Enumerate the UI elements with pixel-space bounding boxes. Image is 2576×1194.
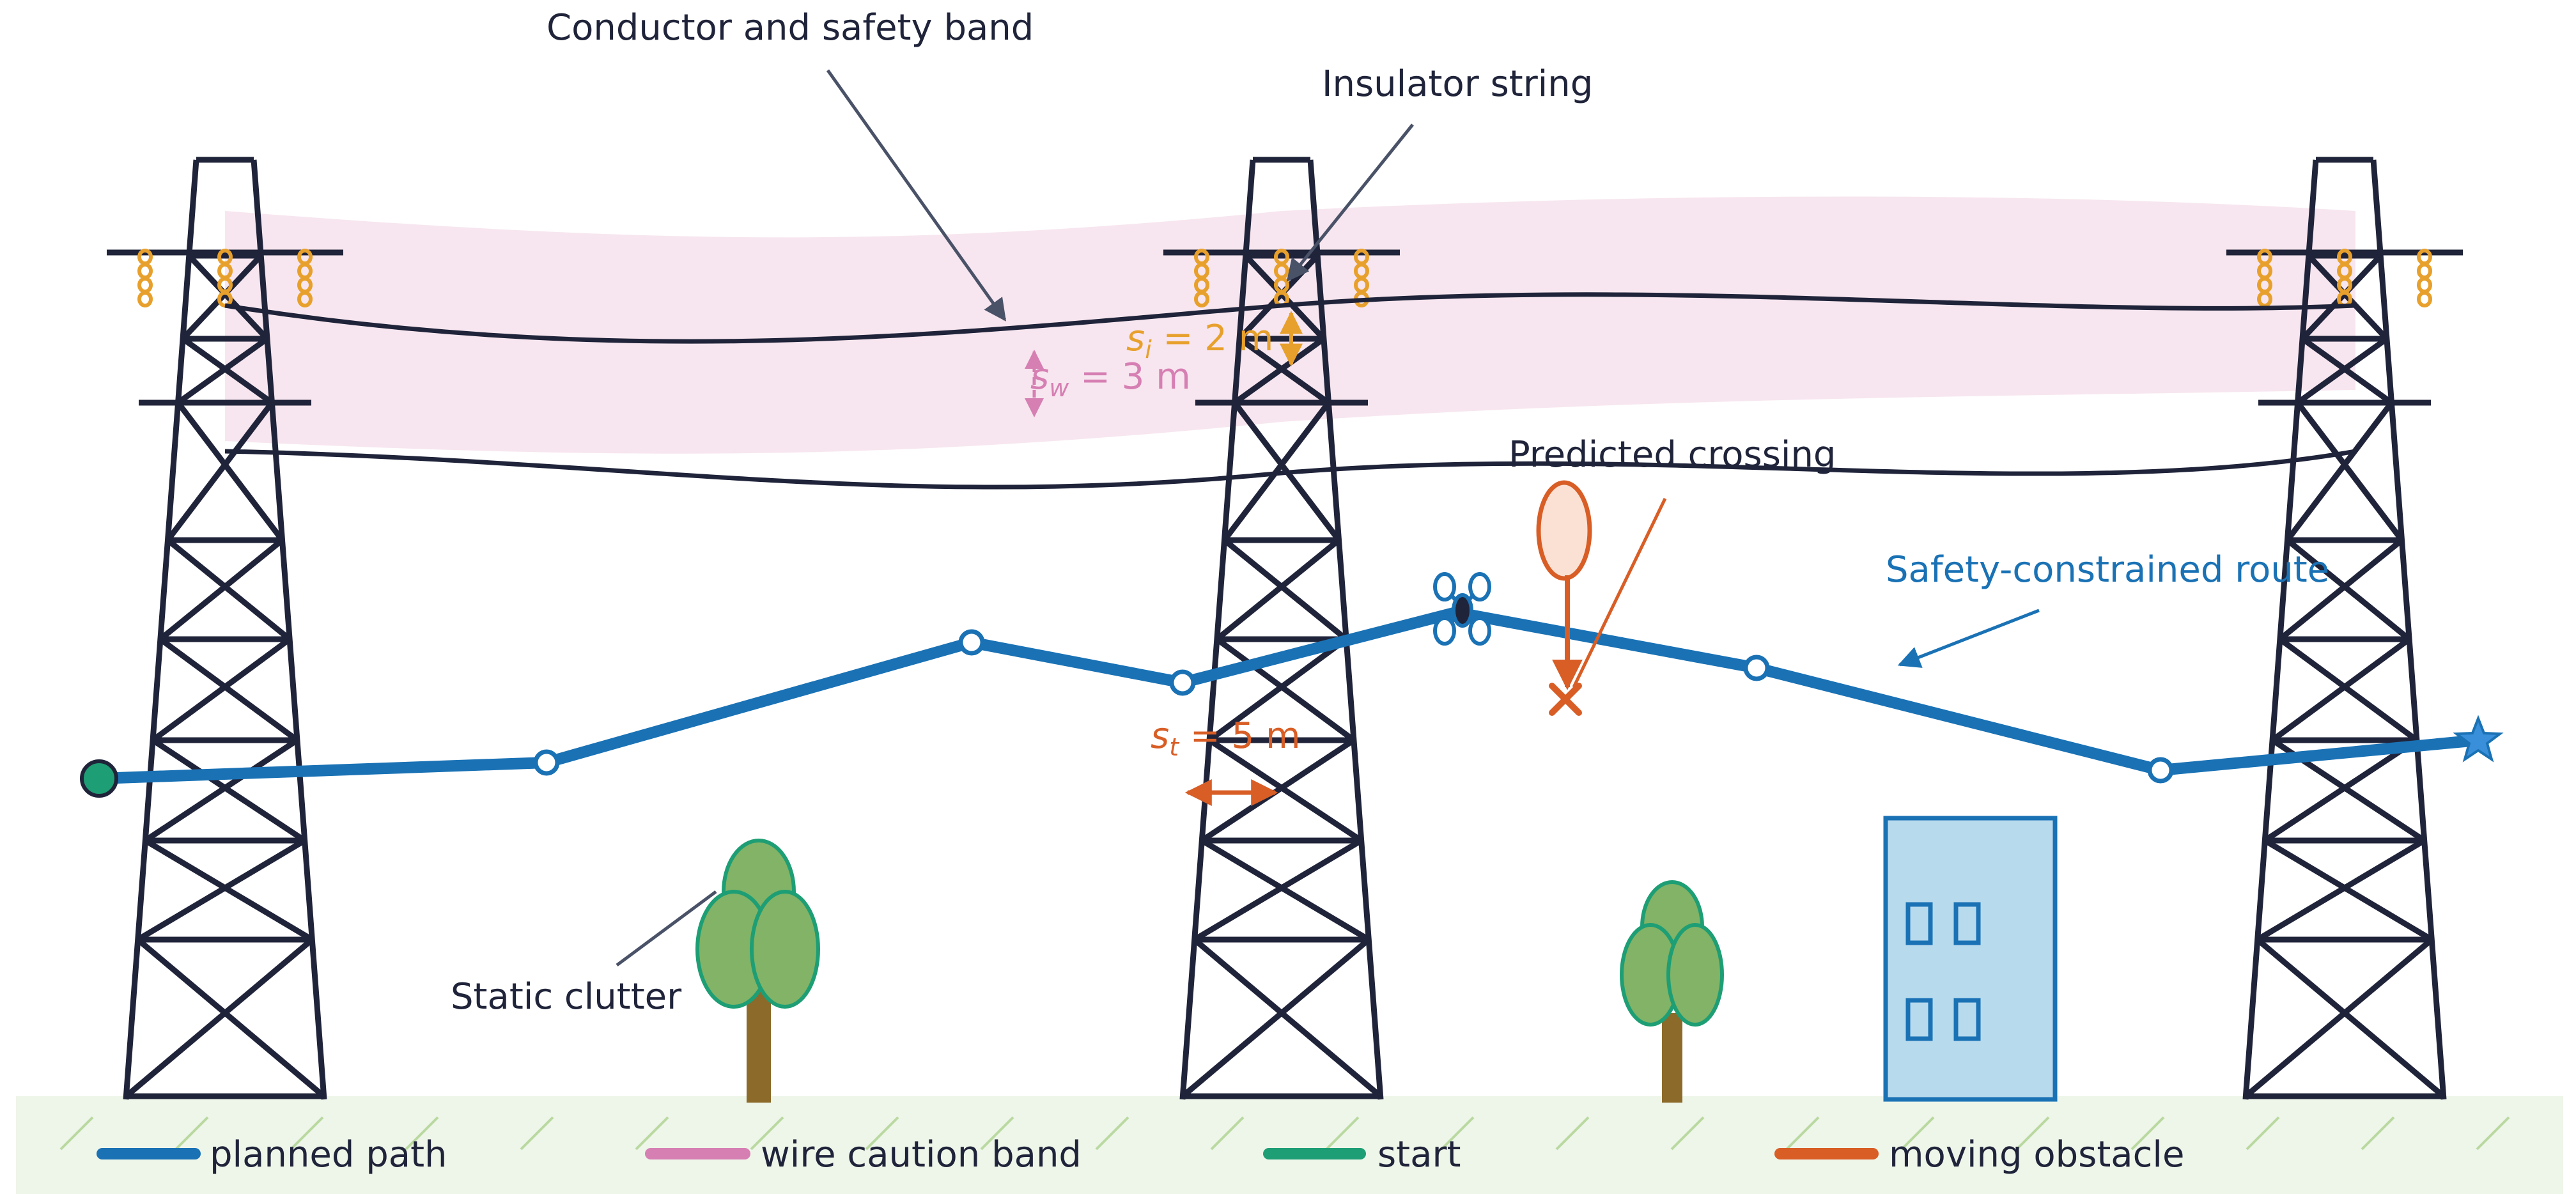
- insulator-icon: [137, 249, 153, 307]
- waypoint: [958, 629, 985, 656]
- clutter-leader: [616, 890, 717, 967]
- route-leader: [1897, 609, 2040, 668]
- static-clutter-label: Static clutter: [451, 976, 682, 1018]
- planned-path: [93, 607, 2484, 784]
- predicted-crossing-label: Predicted crossing: [1509, 434, 1836, 476]
- insulator-icon: [297, 249, 313, 307]
- legend-label-moving-obstacle: moving obstacle: [1889, 1134, 2184, 1175]
- moving-obstacle: [1536, 480, 1592, 716]
- insulator-strings: [137, 249, 2432, 307]
- goal-star-icon: [2453, 715, 2504, 763]
- upper-conductor: [224, 292, 2356, 344]
- legend-label-start: start: [1377, 1134, 1461, 1175]
- conductor-band-label: Conductor and safety band: [547, 7, 1034, 49]
- legend-label-planned-path: planned path: [210, 1134, 447, 1175]
- waypoint: [1169, 669, 1196, 696]
- insulator-leader: [1286, 123, 1414, 282]
- building: [1883, 816, 2058, 1102]
- s-t-label: st = 5 m: [1151, 715, 1301, 761]
- crossing-leader: [1572, 497, 1667, 688]
- lower-conductor: [224, 449, 2356, 490]
- drone-icon: [1433, 572, 1491, 646]
- s-w-label: sw = 3 m: [1030, 356, 1191, 402]
- insulator-icon: [1194, 249, 1209, 307]
- insulator-icon: [2417, 249, 2432, 307]
- start-marker: [80, 759, 118, 798]
- waypoint: [533, 749, 560, 776]
- tower-3: [2226, 157, 2463, 1100]
- tree-right: [1620, 880, 1724, 1103]
- insulator-icon: [1274, 249, 1289, 307]
- tree-left: [695, 839, 820, 1103]
- insulator-icon: [2257, 249, 2272, 307]
- conductor-leader: [826, 69, 1007, 322]
- waypoint: [1743, 655, 1770, 681]
- waypoint: [2147, 757, 2174, 784]
- crossing-x-icon: [1549, 683, 1582, 716]
- legend-label-caution-band: wire caution band: [761, 1134, 1082, 1175]
- legend: planned path wire caution band start mov…: [97, 1134, 2184, 1175]
- insulator-string-label: Insulator string: [1322, 63, 1593, 105]
- s-i-label: si = 2 m: [1126, 318, 1273, 364]
- path-waypoints: [533, 629, 2174, 784]
- safety-route-label: Safety-constrained route: [1886, 549, 2329, 591]
- ground-hatch: [16, 1096, 2563, 1194]
